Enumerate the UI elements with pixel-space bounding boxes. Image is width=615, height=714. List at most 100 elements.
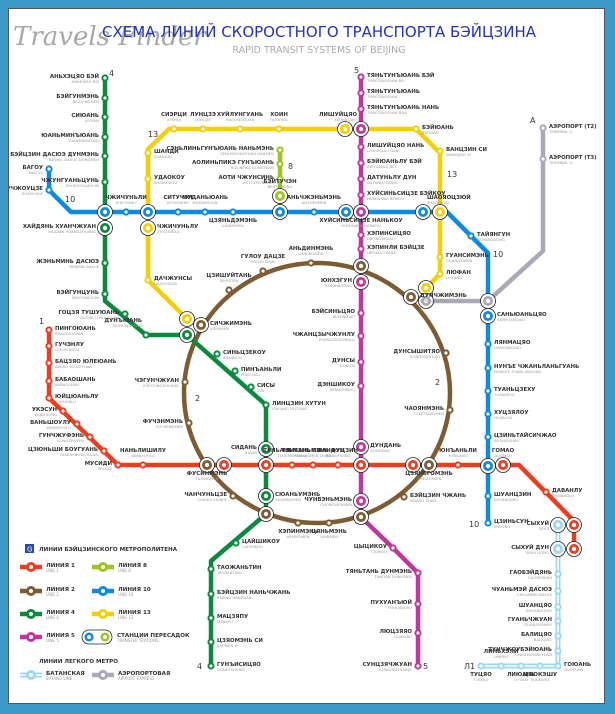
- station-xizhimen[interactable]: [179, 327, 195, 343]
- station-liangmaqiao[interactable]: [484, 340, 492, 348]
- station-weigongcun[interactable]: [101, 290, 109, 298]
- station-linheli[interactable]: [497, 662, 505, 670]
- station-lingjing-hutong[interactable]: [262, 401, 270, 409]
- station-dengshikou[interactable]: [357, 382, 365, 390]
- station-hepingli-beijie[interactable]: [357, 245, 365, 253]
- station-hujialou[interactable]: [484, 410, 492, 418]
- station-muxidi[interactable]: [114, 461, 122, 469]
- station-jishuitan[interactable]: [225, 286, 233, 294]
- station-beigongmen[interactable]: [101, 94, 109, 102]
- station-wangfujing[interactable]: [334, 461, 342, 469]
- station-beiyuanlu-bei[interactable]: [357, 159, 365, 167]
- station-xi-erqi[interactable]: [170, 125, 178, 133]
- station-xisi[interactable]: [247, 383, 255, 391]
- station-dongwuyuan[interactable]: [142, 331, 150, 339]
- station-longze[interactable]: [199, 125, 207, 133]
- station-lishuiqiao[interactable]: [353, 121, 369, 137]
- station-zhangzizhonglu[interactable]: [357, 332, 365, 340]
- station-guomao[interactable]: [495, 457, 511, 473]
- station-lishuiqiao-nan[interactable]: [357, 143, 365, 151]
- station-fuxingmen[interactable]: [199, 457, 215, 473]
- station-sanyuanqiao[interactable]: [480, 308, 496, 324]
- station-haidian-huangzhuang[interactable]: [97, 220, 113, 236]
- station-guomao[interactable]: [480, 458, 496, 474]
- station-majiapu[interactable]: [207, 614, 215, 622]
- station-xinjiekou[interactable]: [213, 350, 221, 358]
- station-wudaokou[interactable]: [144, 175, 152, 183]
- station-dongzhimen[interactable]: [418, 280, 434, 296]
- station-tiantongyuan[interactable]: [357, 89, 365, 97]
- station-gulou-dajie[interactable]: [259, 267, 267, 275]
- station-chegongzhuang[interactable]: [181, 378, 189, 386]
- station-huixinxijie-beikou[interactable]: [357, 191, 365, 199]
- station-gongyixiqiao[interactable]: [207, 662, 215, 670]
- station-xitucheng[interactable]: [174, 208, 182, 216]
- station-huoying[interactable]: [275, 125, 283, 133]
- station-dawanglu[interactable]: [542, 488, 550, 496]
- station-yuanmingyuan[interactable]: [101, 133, 109, 141]
- station-zhongguancun[interactable]: [101, 178, 109, 186]
- station-chuanmei-daxue[interactable]: [554, 587, 562, 595]
- station-yuquanlu[interactable]: [45, 394, 53, 402]
- station-qianmen[interactable]: [325, 519, 333, 527]
- station-xiyuan[interactable]: [101, 113, 109, 121]
- station-zhichunlu[interactable]: [140, 204, 156, 220]
- station-jianguomen[interactable]: [405, 457, 421, 473]
- station-lishuiqiao[interactable]: [337, 121, 353, 137]
- station-baliqiao[interactable]: [554, 632, 562, 640]
- station-jiukeshu[interactable]: [536, 662, 544, 670]
- station-changchunjie[interactable]: [229, 492, 237, 500]
- station-beixinqiao[interactable]: [357, 309, 365, 317]
- station-mudanyuan[interactable]: [201, 208, 209, 216]
- station-dongzhimen[interactable]: [418, 293, 434, 309]
- station-senlingongyuan-nanmen[interactable]: [276, 146, 284, 154]
- station-xizhimen[interactable]: [193, 317, 209, 333]
- station-guangximen[interactable]: [436, 253, 444, 261]
- station-taiyanggong[interactable]: [467, 232, 475, 240]
- station-sihui[interactable]: [566, 517, 582, 533]
- station-shuangqiao[interactable]: [554, 603, 562, 611]
- station-liyuan[interactable]: [517, 662, 525, 670]
- station-bagou[interactable]: [45, 165, 53, 173]
- station-yonghegong[interactable]: [353, 274, 369, 290]
- station-dongdan[interactable]: [353, 439, 369, 455]
- station-andingmen[interactable]: [307, 259, 315, 267]
- station-hepingxiqiao[interactable]: [357, 231, 365, 239]
- station-zhichunli[interactable]: [122, 208, 130, 216]
- station-beijing-daxue-dongmen[interactable]: [101, 152, 109, 160]
- station-bajiao-youleyuan[interactable]: [45, 359, 53, 367]
- station-jiandemen[interactable]: [229, 208, 237, 216]
- station-sihui-dong[interactable]: [566, 541, 582, 557]
- station-junshi-bowuguan[interactable]: [100, 447, 108, 455]
- station-xuanwumen[interactable]: [258, 488, 274, 504]
- station-dongdan[interactable]: [353, 457, 369, 473]
- station-sihui[interactable]: [550, 517, 566, 533]
- station-liufang[interactable]: [436, 270, 444, 278]
- station-terminal-2[interactable]: [539, 124, 547, 132]
- station-tiantan-dongmen[interactable]: [414, 569, 422, 577]
- station-sihui-dong[interactable]: [550, 541, 566, 557]
- station-terminal-3[interactable]: [539, 155, 547, 163]
- station-tuqiao[interactable]: [477, 662, 485, 670]
- station-nanlishilu[interactable]: [139, 461, 147, 469]
- station-tongzhoubeiyuan[interactable]: [554, 647, 562, 655]
- station-wanshoulu[interactable]: [73, 420, 81, 428]
- station-jintaixizhao[interactable]: [484, 433, 492, 441]
- station-caishikou[interactable]: [232, 539, 240, 547]
- station-yonghegong[interactable]: [353, 258, 369, 274]
- station-songjiazhuang[interactable]: [414, 662, 422, 670]
- station-fuxingmen[interactable]: [216, 457, 232, 473]
- station-jinsong[interactable]: [484, 519, 492, 527]
- station-ciqikou[interactable]: [389, 544, 397, 552]
- station-guojia-tushuguan[interactable]: [121, 310, 129, 318]
- station-haidian-huangzhuang[interactable]: [97, 204, 113, 220]
- station-anzhenmen[interactable]: [310, 208, 318, 216]
- station-guanzhuang[interactable]: [554, 617, 562, 625]
- station-shaoyaoju[interactable]: [415, 204, 431, 220]
- station-fuchengmen[interactable]: [185, 419, 193, 427]
- station-anheqiao-bei[interactable]: [101, 74, 109, 82]
- station-xidan[interactable]: [258, 441, 274, 457]
- station-taoranting[interactable]: [207, 565, 215, 573]
- station-xidan[interactable]: [258, 457, 274, 473]
- station-huixinxijie-nankou[interactable]: [338, 204, 354, 220]
